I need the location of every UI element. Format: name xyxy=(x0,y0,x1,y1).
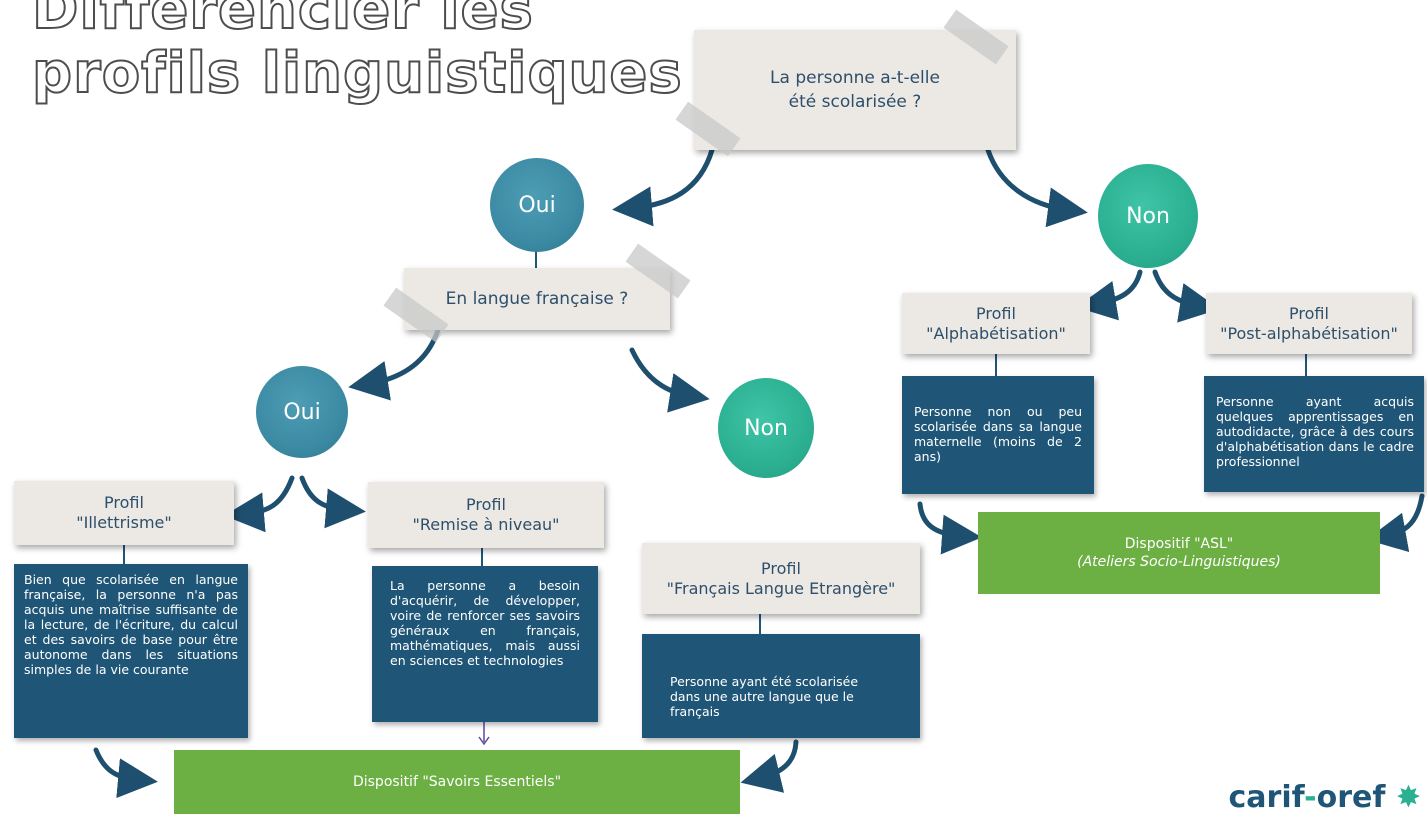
arrow-q2-to-no xyxy=(629,347,710,413)
arrow-q1-to-yes xyxy=(612,147,715,227)
profile-fle: Profil "Français Langue Etrangère" xyxy=(642,543,920,614)
arrow-illettrisme-to-se xyxy=(93,747,158,799)
arrow-q2-to-yes xyxy=(348,327,441,401)
logo-part2: oref xyxy=(1316,780,1386,815)
logo-part1: carif xyxy=(1228,780,1305,815)
link-remise-to-se-head xyxy=(478,736,490,746)
answer-no-label-1: Non xyxy=(1126,203,1170,229)
profile-remise-line2: "Remise à niveau" xyxy=(412,515,560,534)
dispositif-savoirs-essentiels: Dispositif "Savoirs Essentiels" xyxy=(174,750,740,814)
profile-post-alphabetisation: Profil "Post-alphabétisation" xyxy=(1206,293,1412,354)
arrow-no1-to-alpha xyxy=(1076,269,1143,321)
desc-illettrisme: Bien que scolarisée en langue française,… xyxy=(14,564,248,738)
arrow-no1-to-post xyxy=(1152,269,1220,323)
dispositif-asl-line2: (Ateliers Socio-Linguistiques) xyxy=(1077,554,1281,570)
arrow-fle-to-se xyxy=(740,739,799,793)
profile-illettrisme: Profil "Illettrisme" xyxy=(14,481,234,545)
answer-no-blob-1: Non xyxy=(1098,164,1198,268)
profile-fle-line1: Profil xyxy=(761,558,801,578)
profile-remise-a-niveau: Profil "Remise à niveau" xyxy=(368,482,604,548)
profile-alpha-line1: Profil xyxy=(976,303,1016,323)
question-french: En langue française ? xyxy=(383,243,691,343)
profile-post-alpha-line1: Profil xyxy=(1289,303,1329,323)
profile-illettrisme-line1: Profil xyxy=(104,493,144,512)
title-line-1: Différencier les xyxy=(31,0,534,43)
answer-yes-label-2: Oui xyxy=(283,399,321,425)
profile-remise-line1: Profil xyxy=(466,495,506,514)
answer-yes-blob-1: Oui xyxy=(490,158,584,252)
arrow-post-to-asl xyxy=(1366,493,1425,553)
profile-alpha-line2: "Alphabétisation" xyxy=(926,323,1066,343)
question-schooled-line2: été scolarisée ? xyxy=(788,92,922,112)
logo-dash: - xyxy=(1304,780,1317,815)
answer-no-label-2: Non xyxy=(744,415,788,441)
arrow-q1-to-no xyxy=(985,147,1088,228)
dispositif-se-label: Dispositif "Savoirs Essentiels" xyxy=(352,774,562,790)
desc-remise-a-niveau: La personne a besoin d'acquérir, de déve… xyxy=(372,566,598,722)
question-french-text: En langue française ? xyxy=(445,289,629,309)
profile-illettrisme-line2: "Illettrisme" xyxy=(76,513,172,532)
arrow-yes2-to-illettrisme xyxy=(224,475,295,533)
arrow-yes2-to-remise xyxy=(299,475,366,529)
arrow-alpha-to-asl xyxy=(917,501,982,555)
profile-post-alpha-line2: "Post-alphabétisation" xyxy=(1220,323,1398,343)
profile-alphabetisation: Profil "Alphabétisation" xyxy=(902,293,1090,354)
carif-oref-logo: carif-oref ✸ xyxy=(1229,780,1422,815)
question-schooled: La personne a-t-elle été scolarisée ? xyxy=(675,9,1016,157)
page-title: Différencier les profils linguistiques xyxy=(31,0,683,107)
question-schooled-line1: La personne a-t-elle xyxy=(770,68,940,88)
answer-yes-blob-2: Oui xyxy=(256,366,348,458)
logo-flower-icon: ✸ xyxy=(1395,780,1421,815)
desc-fle: Personne ayant été scolarisée dans une a… xyxy=(642,634,920,738)
desc-alphabetisation: Personne non ou peu scolarisée dans sa l… xyxy=(902,376,1094,494)
desc-post-alphabetisation: Personne ayant acquis quelques apprentis… xyxy=(1204,376,1424,492)
dispositif-asl-line1: Dispositif "ASL" xyxy=(1124,536,1234,552)
title-line-2: profils linguistiques xyxy=(31,41,683,107)
profile-fle-line2: "Français Langue Etrangère" xyxy=(666,578,896,598)
answer-no-blob-2: Non xyxy=(718,378,814,478)
dispositif-asl: Dispositif "ASL" (Ateliers Socio-Linguis… xyxy=(978,512,1380,594)
answer-yes-label-1: Oui xyxy=(518,192,556,218)
